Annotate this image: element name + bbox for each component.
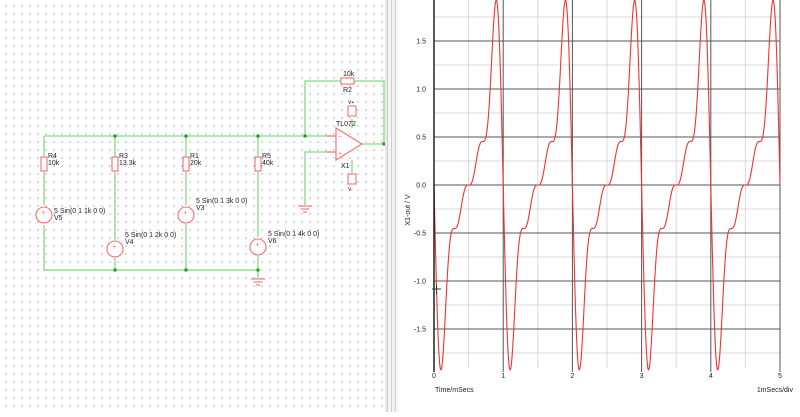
voltage-source-v5[interactable] — [35, 206, 53, 224]
circuit-diagram: + + + + − + R4 10k R3 13.3k R1 20k R5 40… — [35, 71, 386, 286]
label-r1-ref: R1 — [190, 153, 199, 160]
resistor-r4[interactable] — [40, 156, 48, 172]
y-tick-labels: 1.5 1.0 0.5 0.0 -0.5 -1.0 -1.5 — [414, 39, 426, 334]
label-r5-value: 40k — [262, 160, 274, 167]
label-v5-ref: V5 — [54, 215, 63, 222]
junction-dot — [303, 134, 307, 138]
supply-vplus-box[interactable] — [347, 105, 357, 117]
y-tick-label: -1.5 — [414, 327, 426, 334]
label-vplus: V+ — [348, 100, 354, 106]
component-labels: R4 10k R3 13.3k R1 20k R5 40k 10k R2 5 S… — [48, 71, 356, 246]
voltage-source-v4[interactable] — [106, 240, 124, 258]
wires — [43, 80, 385, 278]
label-vminus: V- — [348, 187, 353, 193]
voltage-source-v3[interactable] — [177, 206, 195, 224]
y-tick-label: 0.5 — [416, 135, 426, 142]
y-tick-label: 1.5 — [416, 39, 426, 46]
x-tick-label: 4 — [709, 373, 713, 380]
x-tick-label: 2 — [570, 373, 574, 380]
pane-splitter[interactable] — [385, 0, 399, 412]
source-plus-signs: + + + + − + — [42, 134, 343, 251]
label-v3-value: 5 Sin(0 1 3k 0 0) — [196, 198, 247, 205]
y-tick-label: 1.0 — [416, 87, 426, 94]
plus-icon: + — [42, 210, 46, 217]
x-tick-label: 3 — [640, 373, 644, 380]
label-r4-value: 10k — [48, 160, 60, 167]
y-axis-label: X1-out / V — [405, 194, 412, 225]
wire-noninv — [304, 151, 336, 205]
y-tick-label: -1.0 — [414, 279, 426, 286]
label-x1-ref: X1 — [341, 163, 350, 170]
minus-sign-icon: − — [338, 134, 342, 141]
label-r3-value: 13.3k — [119, 160, 137, 167]
label-v4-value: 5 Sin(0 1 2k 0 0) — [125, 232, 176, 239]
label-v4-ref: V4 — [125, 239, 134, 246]
series-line-x1-out — [433, 0, 781, 371]
resistor-r2[interactable] — [340, 77, 355, 85]
plus-icon: + — [113, 244, 117, 251]
voltage-source-v6[interactable] — [249, 238, 267, 256]
schematic-canvas[interactable]: + + + + − + R4 10k R3 13.3k R1 20k R5 40… — [0, 0, 386, 412]
junction-dot — [184, 134, 188, 138]
mouse-crosshair-icon — [432, 285, 441, 294]
x-axis-label: Time/mSecs — [435, 387, 474, 394]
label-v5-value: 5 Sin(0 1 1k 0 0) — [54, 208, 105, 215]
junction-dot — [256, 134, 260, 138]
resistor-r3[interactable] — [111, 156, 119, 172]
resistor-r1[interactable] — [182, 156, 190, 172]
grid-minor — [434, 0, 780, 368]
y-tick-label: 0.0 — [416, 183, 426, 190]
waveform-graph: 1.5 1.0 0.5 0.0 -0.5 -1.0 -1.5 0 1 2 3 4 5 X1-out /… — [405, 0, 794, 394]
plus-icon: + — [184, 210, 188, 217]
grounds — [251, 205, 312, 286]
label-r2-ref: R2 — [343, 87, 352, 94]
wire-feedback — [304, 80, 342, 136]
label-r5-ref: R5 — [262, 153, 271, 160]
components — [35, 77, 364, 258]
label-v6-ref: V6 — [268, 238, 277, 245]
opamp-x1[interactable] — [335, 127, 364, 161]
resistor-r5[interactable] — [254, 156, 262, 172]
junction-dot — [113, 268, 117, 272]
junction-dot — [113, 134, 117, 138]
label-r1-value: 20k — [190, 160, 202, 167]
label-v6-value: 5 Sin(0 1 4k 0 0) — [268, 231, 319, 238]
x-tick-label: 1 — [501, 373, 505, 380]
curve-layer — [433, 0, 781, 371]
junction-dot — [382, 142, 386, 146]
y-tick-label: -0.5 — [414, 231, 426, 238]
label-r4-ref: R4 — [48, 153, 57, 160]
junction-dot — [184, 268, 188, 272]
x-tick-label: 0 — [432, 373, 436, 380]
label-r3-ref: R3 — [119, 153, 128, 160]
junctions — [113, 134, 386, 272]
wire-feedback-out — [354, 80, 385, 145]
label-r2-value: 10k — [343, 71, 355, 78]
junction-dot — [256, 268, 260, 272]
x-scale-label: 1mSecs/div — [757, 387, 794, 394]
x-tick-labels: 0 1 2 3 4 5 — [432, 373, 782, 380]
x-tick-label: 5 — [778, 373, 782, 380]
plus-icon: + — [256, 242, 260, 249]
graph-pane[interactable]: 1.5 1.0 0.5 0.0 -0.5 -1.0 -1.5 0 1 2 3 4 5 X1-out /… — [399, 0, 800, 412]
label-x1-model: TL072 — [336, 121, 356, 128]
label-v3-ref: V3 — [196, 205, 205, 212]
plus-icon: + — [338, 151, 342, 158]
supply-vminus-box[interactable] — [347, 173, 357, 185]
